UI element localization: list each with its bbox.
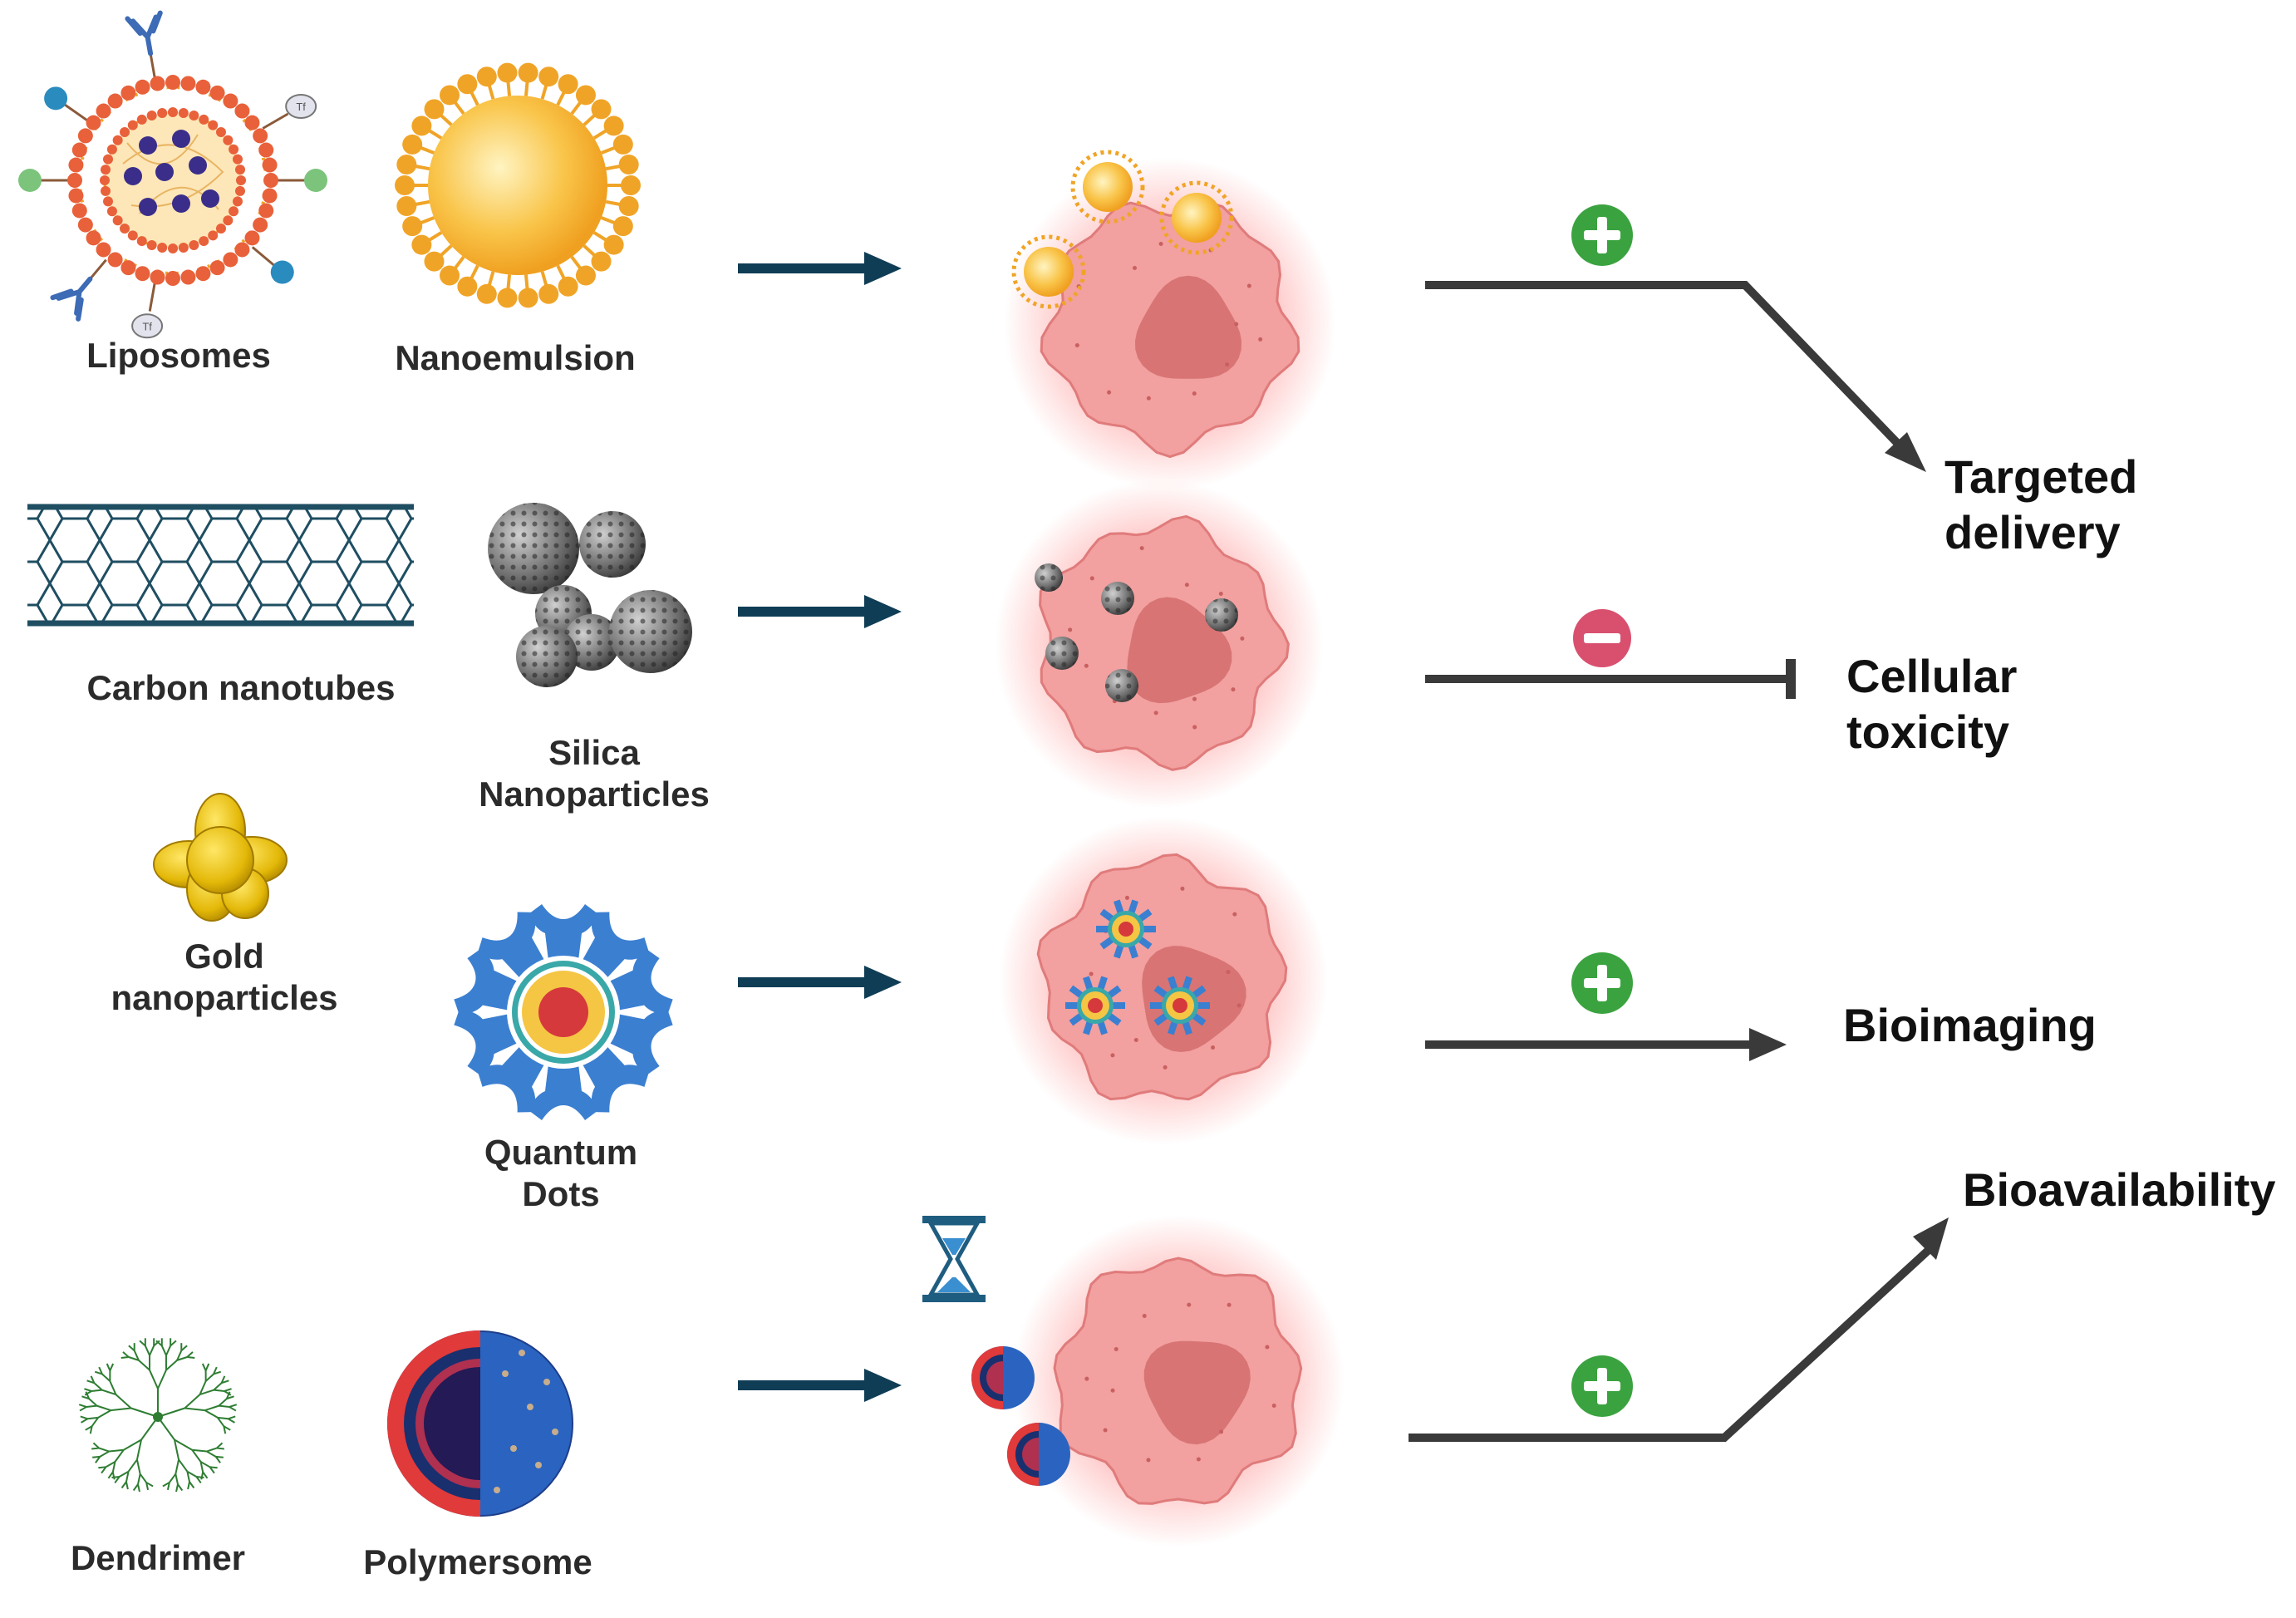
cancer-cell-icon [1012, 1215, 1345, 1547]
label-nanoemulsion: Nanoemulsion [366, 337, 665, 379]
carbon-nanotube-icon [27, 507, 414, 623]
flow-arrow-row4 [738, 1369, 902, 1402]
outcome-targeted-delivery-arrow [1425, 285, 1926, 472]
dendrimer-icon [79, 1338, 237, 1492]
flow-arrow-row3 [738, 966, 902, 999]
label-dendrimer: Dendrimer [42, 1537, 274, 1579]
quantum-dot-icon [450, 904, 676, 1120]
svg-text:Tf: Tf [296, 101, 306, 113]
label-bioimaging: Bioimaging [1843, 997, 2097, 1053]
cancer-cell-icon [1004, 158, 1336, 490]
cancer-cell-icon [995, 479, 1324, 809]
label-bioavailability: Bioavailability [1963, 1162, 2276, 1217]
flow-arrow-row1 [738, 252, 902, 285]
flow-arrows [738, 252, 902, 1402]
label-polymersome: Polymersome [332, 1542, 623, 1583]
svg-text:Tf: Tf [142, 320, 152, 332]
cancer-cell-icon [999, 816, 1328, 1145]
label-carbon-nanotubes: Carbon nanotubes [50, 667, 432, 709]
positive-effect-icon [1571, 1355, 1633, 1417]
outcome-bioavailability-arrow [1409, 1217, 1949, 1438]
label-liposomes: Liposomes [50, 335, 307, 376]
polymersome-icon [387, 1330, 573, 1517]
positive-effect-icon [1571, 952, 1633, 1014]
negative-effect-icon [1573, 609, 1631, 667]
gold-nanoparticle-icon [154, 794, 287, 921]
flow-arrow-row2 [738, 595, 902, 628]
silica-nanoparticle-icon [488, 503, 692, 687]
nanoemulsion-icon [395, 63, 641, 308]
hourglass-icon [922, 1216, 986, 1302]
positive-effect-icon [1571, 204, 1633, 266]
outcome-bioimaging-arrow [1425, 1028, 1787, 1061]
